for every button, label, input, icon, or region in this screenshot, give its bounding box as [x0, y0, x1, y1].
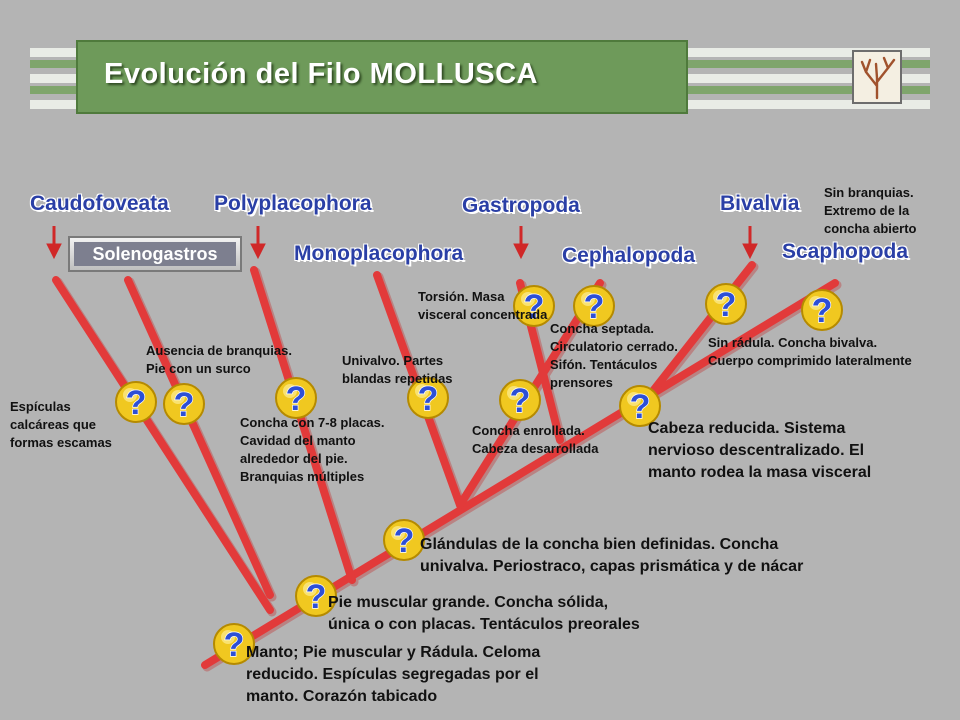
svg-text:?: ? [126, 384, 147, 422]
note-line: Concha enrollada. [472, 423, 585, 438]
question-mark-icon[interactable]: ? [275, 377, 317, 419]
down-arrow-icon [46, 226, 62, 260]
note-line: nervioso descentralizado. El [648, 442, 865, 459]
question-mark-icon[interactable]: ? [115, 381, 157, 423]
note-cabeza-reducida: Cabeza reducida. Sistema nervioso descen… [648, 418, 871, 484]
question-mark-icon[interactable]: ? [705, 283, 747, 325]
question-mark-icon[interactable]: ? [801, 289, 843, 331]
note-line: calcáreas que [10, 417, 97, 432]
note-concha-placas: Concha con 7-8 placas. Cavidad del manto… [240, 414, 385, 486]
note-espiculas: Espículas calcáreas que formas escamas [10, 398, 112, 452]
taxon-cephalopoda: Cephalopoda [562, 244, 696, 267]
note-line: Pie muscular grande. Concha sólida, [328, 594, 609, 611]
note-manto: Manto; Pie muscular y Rádula. Celoma red… [246, 642, 540, 708]
note-line: Branquias múltiples [240, 469, 365, 484]
svg-text:?: ? [306, 578, 327, 616]
note-line: Univalvo. Partes [342, 353, 444, 368]
svg-text:?: ? [524, 288, 545, 326]
note-ausencia: Ausencia de branquias. Pie con un surco [146, 342, 292, 378]
note-univalvo: Univalvo. Partes blandas repetidas [342, 352, 453, 388]
note-sin-radula: Sin rádula. Concha bivalva. Cuerpo compr… [708, 334, 912, 370]
svg-text:?: ? [716, 286, 737, 324]
note-line: Torsión. Masa [418, 289, 505, 304]
question-mark-icon[interactable]: ? [499, 379, 541, 421]
taxon-scaphopoda: Scaphopoda [782, 240, 909, 263]
note-line: Cabeza desarrollada [472, 441, 599, 456]
down-arrow-icon [742, 226, 758, 260]
note-line: Sin branquias. [824, 185, 914, 200]
taxon-monoplacophora: Monoplacophora [294, 242, 464, 265]
note-line: Cuerpo comprimido lateralmente [708, 353, 912, 368]
svg-text:?: ? [812, 292, 833, 330]
tree-icon [852, 50, 902, 104]
note-line: reducido. Espículas segregadas por el [246, 666, 539, 683]
note-line: univalva. Periostraco, capas prismática … [420, 558, 804, 575]
question-mark-icon[interactable]: ? [213, 623, 255, 665]
taxon-gastropoda: Gastropoda [462, 194, 580, 217]
taxon-polyplacophora: Polyplacophora [214, 192, 372, 215]
svg-text:?: ? [174, 386, 195, 424]
solenogastros-label-box: Solenogastros [68, 236, 242, 272]
note-glandulas: Glándulas de la concha bien definidas. C… [420, 534, 803, 578]
question-mark-icon[interactable]: ? [407, 377, 449, 419]
note-line: Sin rádula. Concha bivalva. [708, 335, 878, 350]
note-line: concha abierto [824, 221, 917, 236]
note-line: Espículas [10, 399, 71, 414]
down-arrow-icon [513, 226, 529, 260]
note-line: Concha con 7-8 placas. [240, 415, 385, 430]
note-line: formas escamas [10, 435, 112, 450]
note-line: Extremo de la [824, 203, 910, 218]
note-line: prensores [550, 375, 613, 390]
title-bar: Evolución del Filo MOLLUSCA [76, 40, 688, 114]
note-line: Manto; Pie muscular y Rádula. Celoma [246, 644, 541, 661]
note-line: manto rodea la masa visceral [648, 464, 872, 481]
note-line: Ausencia de branquias. [146, 343, 292, 358]
note-line: Pie con un surco [146, 361, 251, 376]
note-concha-septada: Concha septada. Circulatorio cerrado. Si… [550, 320, 678, 392]
note-line: manto. Corazón tabicado [246, 688, 438, 705]
note-line: Glándulas de la concha bien definidas. C… [420, 536, 779, 553]
svg-text:?: ? [286, 380, 307, 418]
svg-text:?: ? [224, 626, 245, 664]
note-torsion: Torsión. Masa visceral concentrada [418, 288, 547, 324]
question-mark-icon[interactable]: ? [295, 575, 337, 617]
note-line: Circulatorio cerrado. [550, 339, 678, 354]
taxon-caudofoveata: Caudofoveata [30, 192, 169, 215]
question-mark-icon[interactable]: ? [383, 519, 425, 561]
svg-text:?: ? [630, 388, 651, 426]
note-line: Cabeza reducida. Sistema [648, 420, 846, 437]
down-arrow-icon [250, 226, 266, 260]
note-concha-enrollada: Concha enrollada. Cabeza desarrollada [472, 422, 598, 458]
svg-text:?: ? [394, 522, 415, 560]
question-mark-icon[interactable]: ? [573, 285, 615, 327]
question-mark-icon[interactable]: ? [619, 385, 661, 427]
question-mark-icon[interactable]: ? [513, 285, 555, 327]
page-title: Evolución del Filo MOLLUSCA [104, 58, 538, 90]
note-line: Cavidad del manto [240, 433, 356, 448]
note-sin-branquias: Sin branquias. Extremo de la concha abie… [824, 184, 916, 238]
svg-text:?: ? [584, 288, 605, 326]
note-pie-muscular: Pie muscular grande. Concha sólida, únic… [328, 592, 640, 636]
note-line: única o con placas. Tentáculos preorales [328, 616, 640, 633]
svg-text:?: ? [418, 380, 439, 418]
note-line: Sifón. Tentáculos [550, 357, 658, 372]
note-line: blandas repetidas [342, 371, 453, 386]
note-line: alrededor del pie. [240, 451, 348, 466]
taxon-bivalvia: Bivalvia [720, 192, 800, 215]
question-mark-icon[interactable]: ? [163, 383, 205, 425]
taxon-solenogastros: Solenogastros [74, 242, 236, 266]
note-line: Concha septada. [550, 321, 655, 336]
note-line: visceral concentrada [418, 307, 548, 322]
svg-text:?: ? [510, 382, 531, 420]
